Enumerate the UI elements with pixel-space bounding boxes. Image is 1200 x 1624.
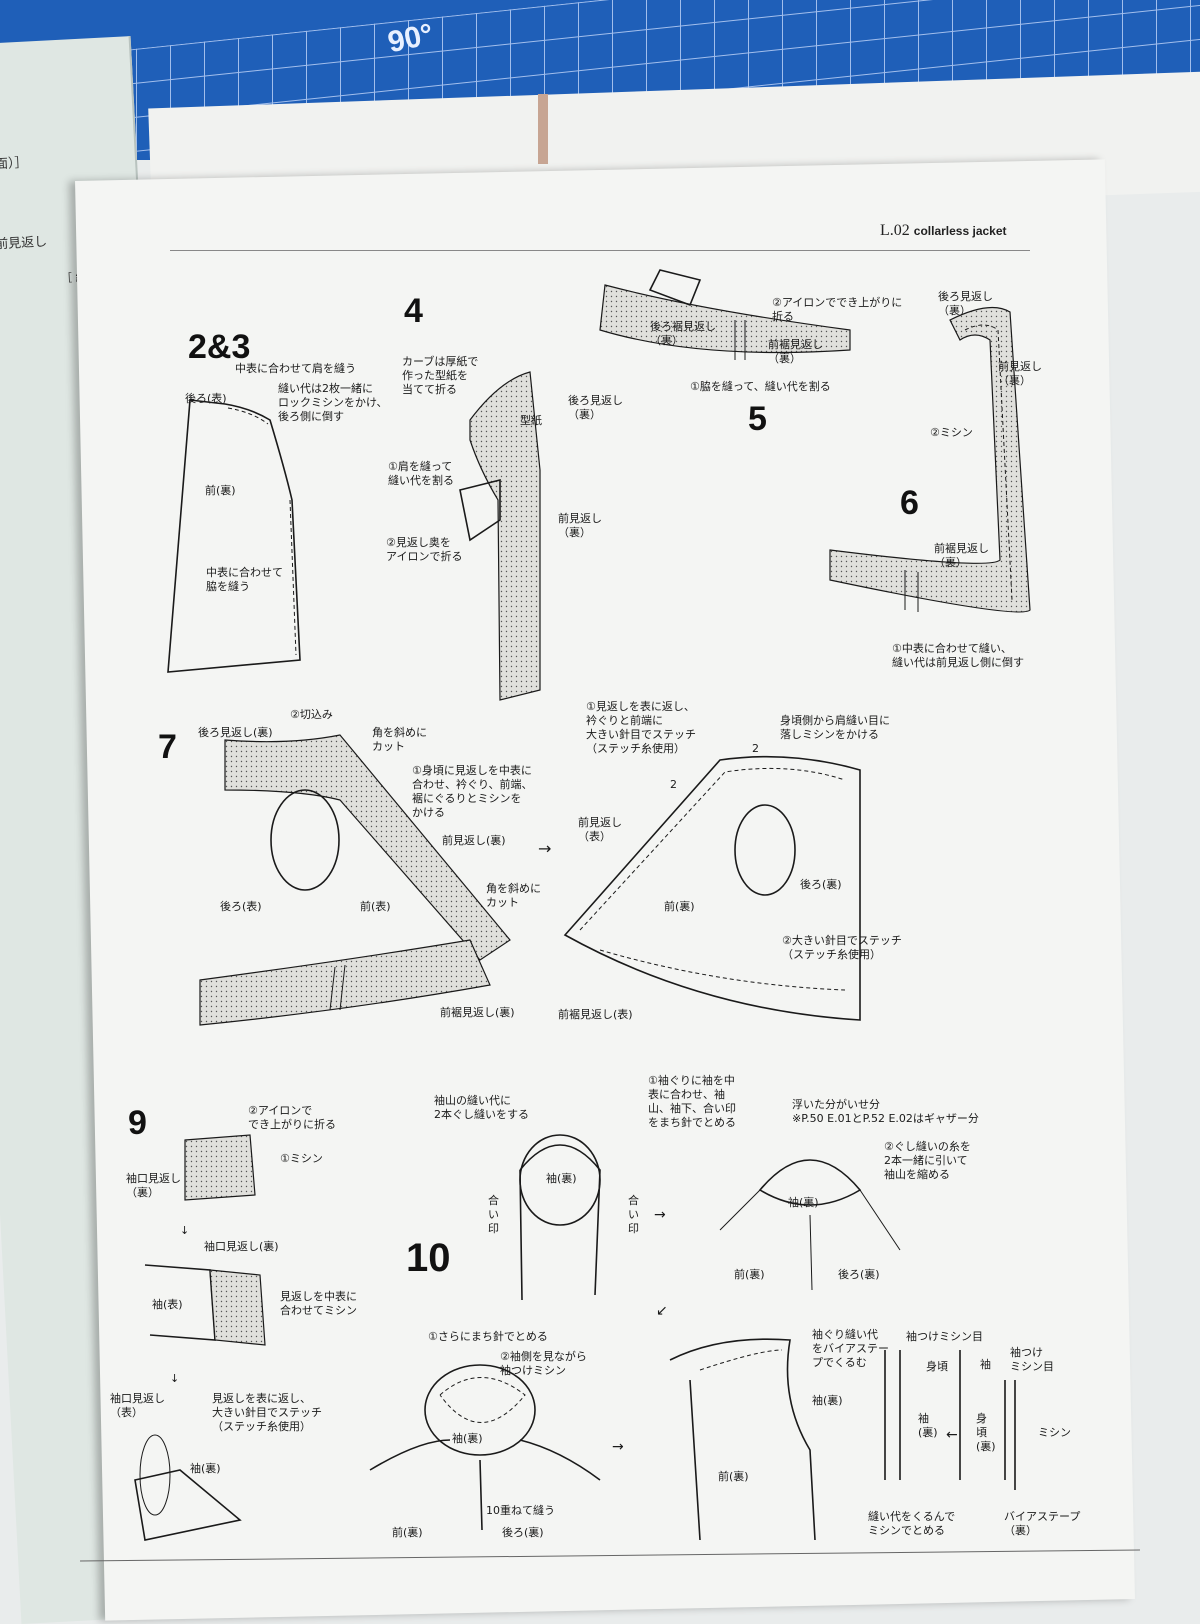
step-number: 6 [900,484,919,523]
step-10-label: 身 頃 (裏) [976,1412,996,1454]
step-10-label: 袖つけ ミシン目 [1010,1346,1054,1374]
step-10-label: 前(裏) [392,1526,423,1540]
step-6-label: 後ろ見返し （裏） [938,290,993,318]
step-10-label: 袖(裏) [812,1394,843,1408]
step-number: 9 [128,1104,147,1143]
step-10-label: 身頃 [926,1360,948,1374]
step-7-label: 角を斜めに カット [372,726,427,754]
step-number: 4 [404,292,423,331]
step-9-label: 袖(裏) [190,1462,221,1476]
step-10-label: 浮いた分がいせ分 ※P.50 E.01とP.52 E.02はギャザー分 [792,1098,979,1126]
arrow-right: → [612,1440,624,1454]
step-7-label: 後ろ(表) [220,900,262,914]
step-23-label: 中表に合わせて 脇を縫う [206,566,283,594]
step-10-label: 袖(裏) [788,1196,819,1210]
step-6-diagram [830,308,1030,613]
step-9-label: 袖口見返し （表） [110,1392,165,1420]
step-number: 10 [406,1236,451,1281]
step-10-label: ①さらにまち針でとめる [428,1330,548,1344]
step-6-label: ①中表に合わせて縫い、 縫い代は前見返し側に倒す [892,642,1024,670]
arrow-right: → [538,842,551,856]
step-23-label: 縫い代は2枚一緒に ロックミシンをかけ、 後ろ側に倒す [278,382,387,424]
step-7-label: 2 [752,742,759,756]
step-7-label: 前(裏) [664,900,695,914]
step-7-label: ①身頃に見返しを中表に 合わせ、衿ぐり、前端、 裾にぐるりとミシンを かける [412,764,533,820]
step-10-label: 縫い代をくるんで ミシンでとめる [868,1510,955,1538]
step-10-label: 後ろ(裏) [838,1268,880,1282]
step-7-label: ②切込み [290,708,333,722]
step-10-label: ミシン [1038,1426,1071,1440]
step-9-label: 袖口見返し(裏) [204,1240,279,1254]
step-4-label: ①肩を縫って 縫い代を割る [388,460,454,488]
step-9-label: 袖(表) [152,1298,183,1312]
step-5-label: 後ろ裾見返し （裏） [650,320,716,348]
step-number: 5 [748,400,767,439]
step-10-label: 袖(裏) [452,1432,483,1446]
step-23-diagram [168,400,300,672]
step-10-label: バイアステープ （裏） [1004,1510,1080,1538]
step-10-label: 合 い 印 [488,1194,499,1236]
step-7-label: 前裾見返し(裏) [440,1006,515,1020]
arrow-right: → [654,1208,666,1222]
step-7-label: 角を斜めに カット [486,882,541,910]
step-7-label: 後ろ(裏) [800,878,842,892]
step-4-label: 型紙 [520,414,542,428]
step-10-label: 袖 [980,1358,991,1372]
step-7-label: ①見返しを表に返し、 衿ぐりと前端に 大きい針目でステッチ （ステッチ糸使用） [586,700,696,756]
step-4-label: カーブは厚紙で 作った型紙を 当てて折る [402,355,478,397]
step-10-label: 袖ぐり縫い代 をバイアステー プでくるむ [812,1328,889,1370]
step-9-label: ②アイロンで でき上がりに折る [248,1104,336,1132]
arrow-down: ↓ [180,1224,189,1238]
step-7-label: 前裾見返し(表) [558,1008,633,1022]
step-4-label: 後ろ見返し （裏） [568,394,623,422]
step-10-label: ②ぐし縫いの糸を 2本一緒に引いて 袖山を縮める [884,1140,971,1182]
step-10-label: 袖山の縫い代に 2本ぐし縫いをする [434,1094,529,1122]
arrow-down-left: ↙ [656,1304,668,1318]
step-10-label: 袖 (裏) [918,1412,938,1440]
step-7-label: 前見返し （表） [578,816,622,844]
arrow-down: ↓ [170,1372,179,1386]
step-7-label: 2 [670,778,677,792]
step-10-label: 袖(裏) [546,1172,577,1186]
step-5-label: ①脇を縫って、縫い代を割る [690,380,831,394]
step-10-label: ②袖側を見ながら 袖つけミシン [500,1350,587,1378]
step-10-label: 前(裏) [734,1268,765,1282]
step-10-label: 後ろ(裏) [502,1526,544,1540]
step-7-label: 前(表) [360,900,391,914]
step-6-label: ②ミシン [930,426,973,440]
step-4-label: ②見返し奥を アイロンで折る [386,536,462,564]
step-7-label: 身頃側から肩縫い目に 落しミシンをかける [780,714,890,742]
step-9-label: ①ミシン [280,1152,323,1166]
step-23-label: 前(裏) [205,484,236,498]
step-number: 7 [158,728,177,767]
step-9-label: 袖口見返し （裏） [126,1172,181,1200]
step-5-label: ②アイロンででき上がりに 折る [772,296,902,324]
step-9-label: 見返しを表に返し、 大きい針目でステッチ （ステッチ糸使用） [212,1392,322,1434]
arrow-left: ← [946,1428,958,1442]
step-9-label: 見返しを中表に 合わせてミシン [280,1290,357,1318]
step-7-label: ②大きい針目でステッチ （ステッチ糸使用） [782,934,902,962]
step-7-label: 後ろ見返し(裏) [198,726,273,740]
step-23-label: 後ろ(表) [185,392,227,406]
step-10-label: 前(裏) [718,1470,749,1484]
step-10-label: 10重ねて縫う [486,1504,555,1518]
step-4-label: 前見返し （裏） [558,512,602,540]
step-6-label: 前裾見返し （裏） [934,542,989,570]
step-5-label: 前裾見返し （裏） [768,338,823,366]
step-10-label: ①袖ぐりに袖を中 表に合わせ、袖 山、袖下、合い印 をまち針でとめる [648,1074,736,1130]
step-10-label: 袖つけミシン目 [906,1330,983,1344]
step-6-label: 前見返し （裏） [998,360,1042,388]
step-10-label: 合 い 印 [628,1194,639,1236]
step-7-label: 前見返し(裏) [442,834,506,848]
step-23-label: 中表に合わせて肩を縫う [235,362,356,376]
